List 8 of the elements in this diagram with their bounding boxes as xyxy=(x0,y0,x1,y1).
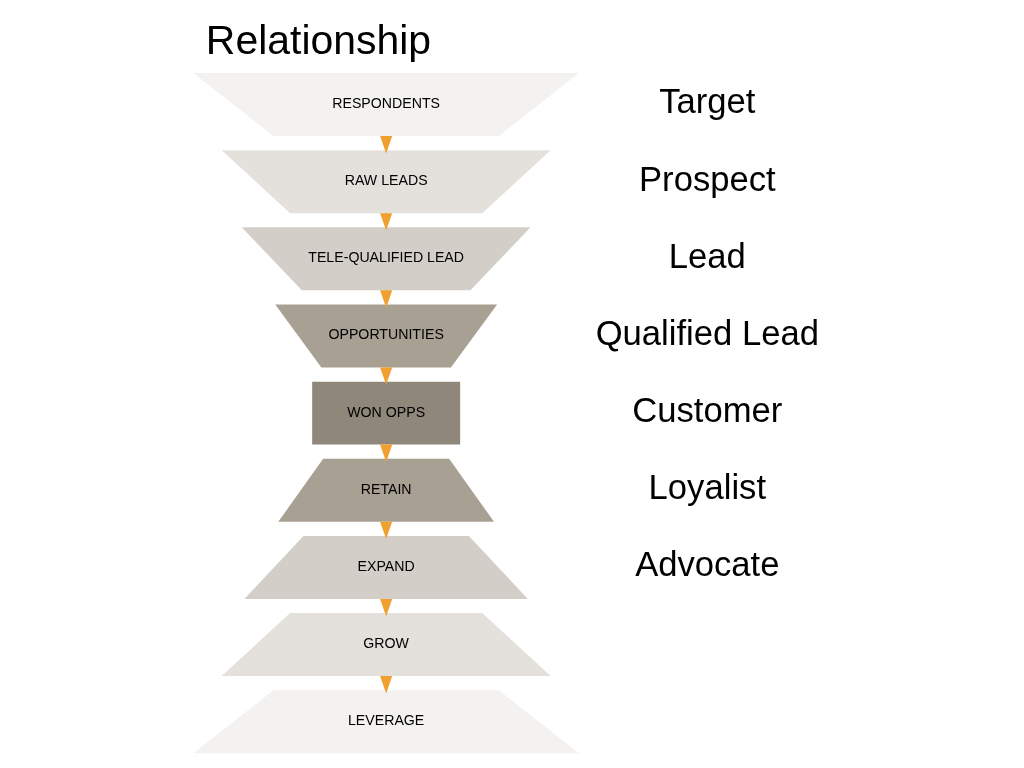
label: Qualified Lead xyxy=(595,313,819,352)
label: Advocate xyxy=(634,545,780,584)
label: Lead xyxy=(668,236,746,275)
label: Prospect xyxy=(638,159,776,198)
label: Customer xyxy=(631,390,782,429)
label: Target xyxy=(658,82,755,121)
diagram-title: Relationship xyxy=(205,16,431,63)
label: Loyalist xyxy=(648,468,766,507)
